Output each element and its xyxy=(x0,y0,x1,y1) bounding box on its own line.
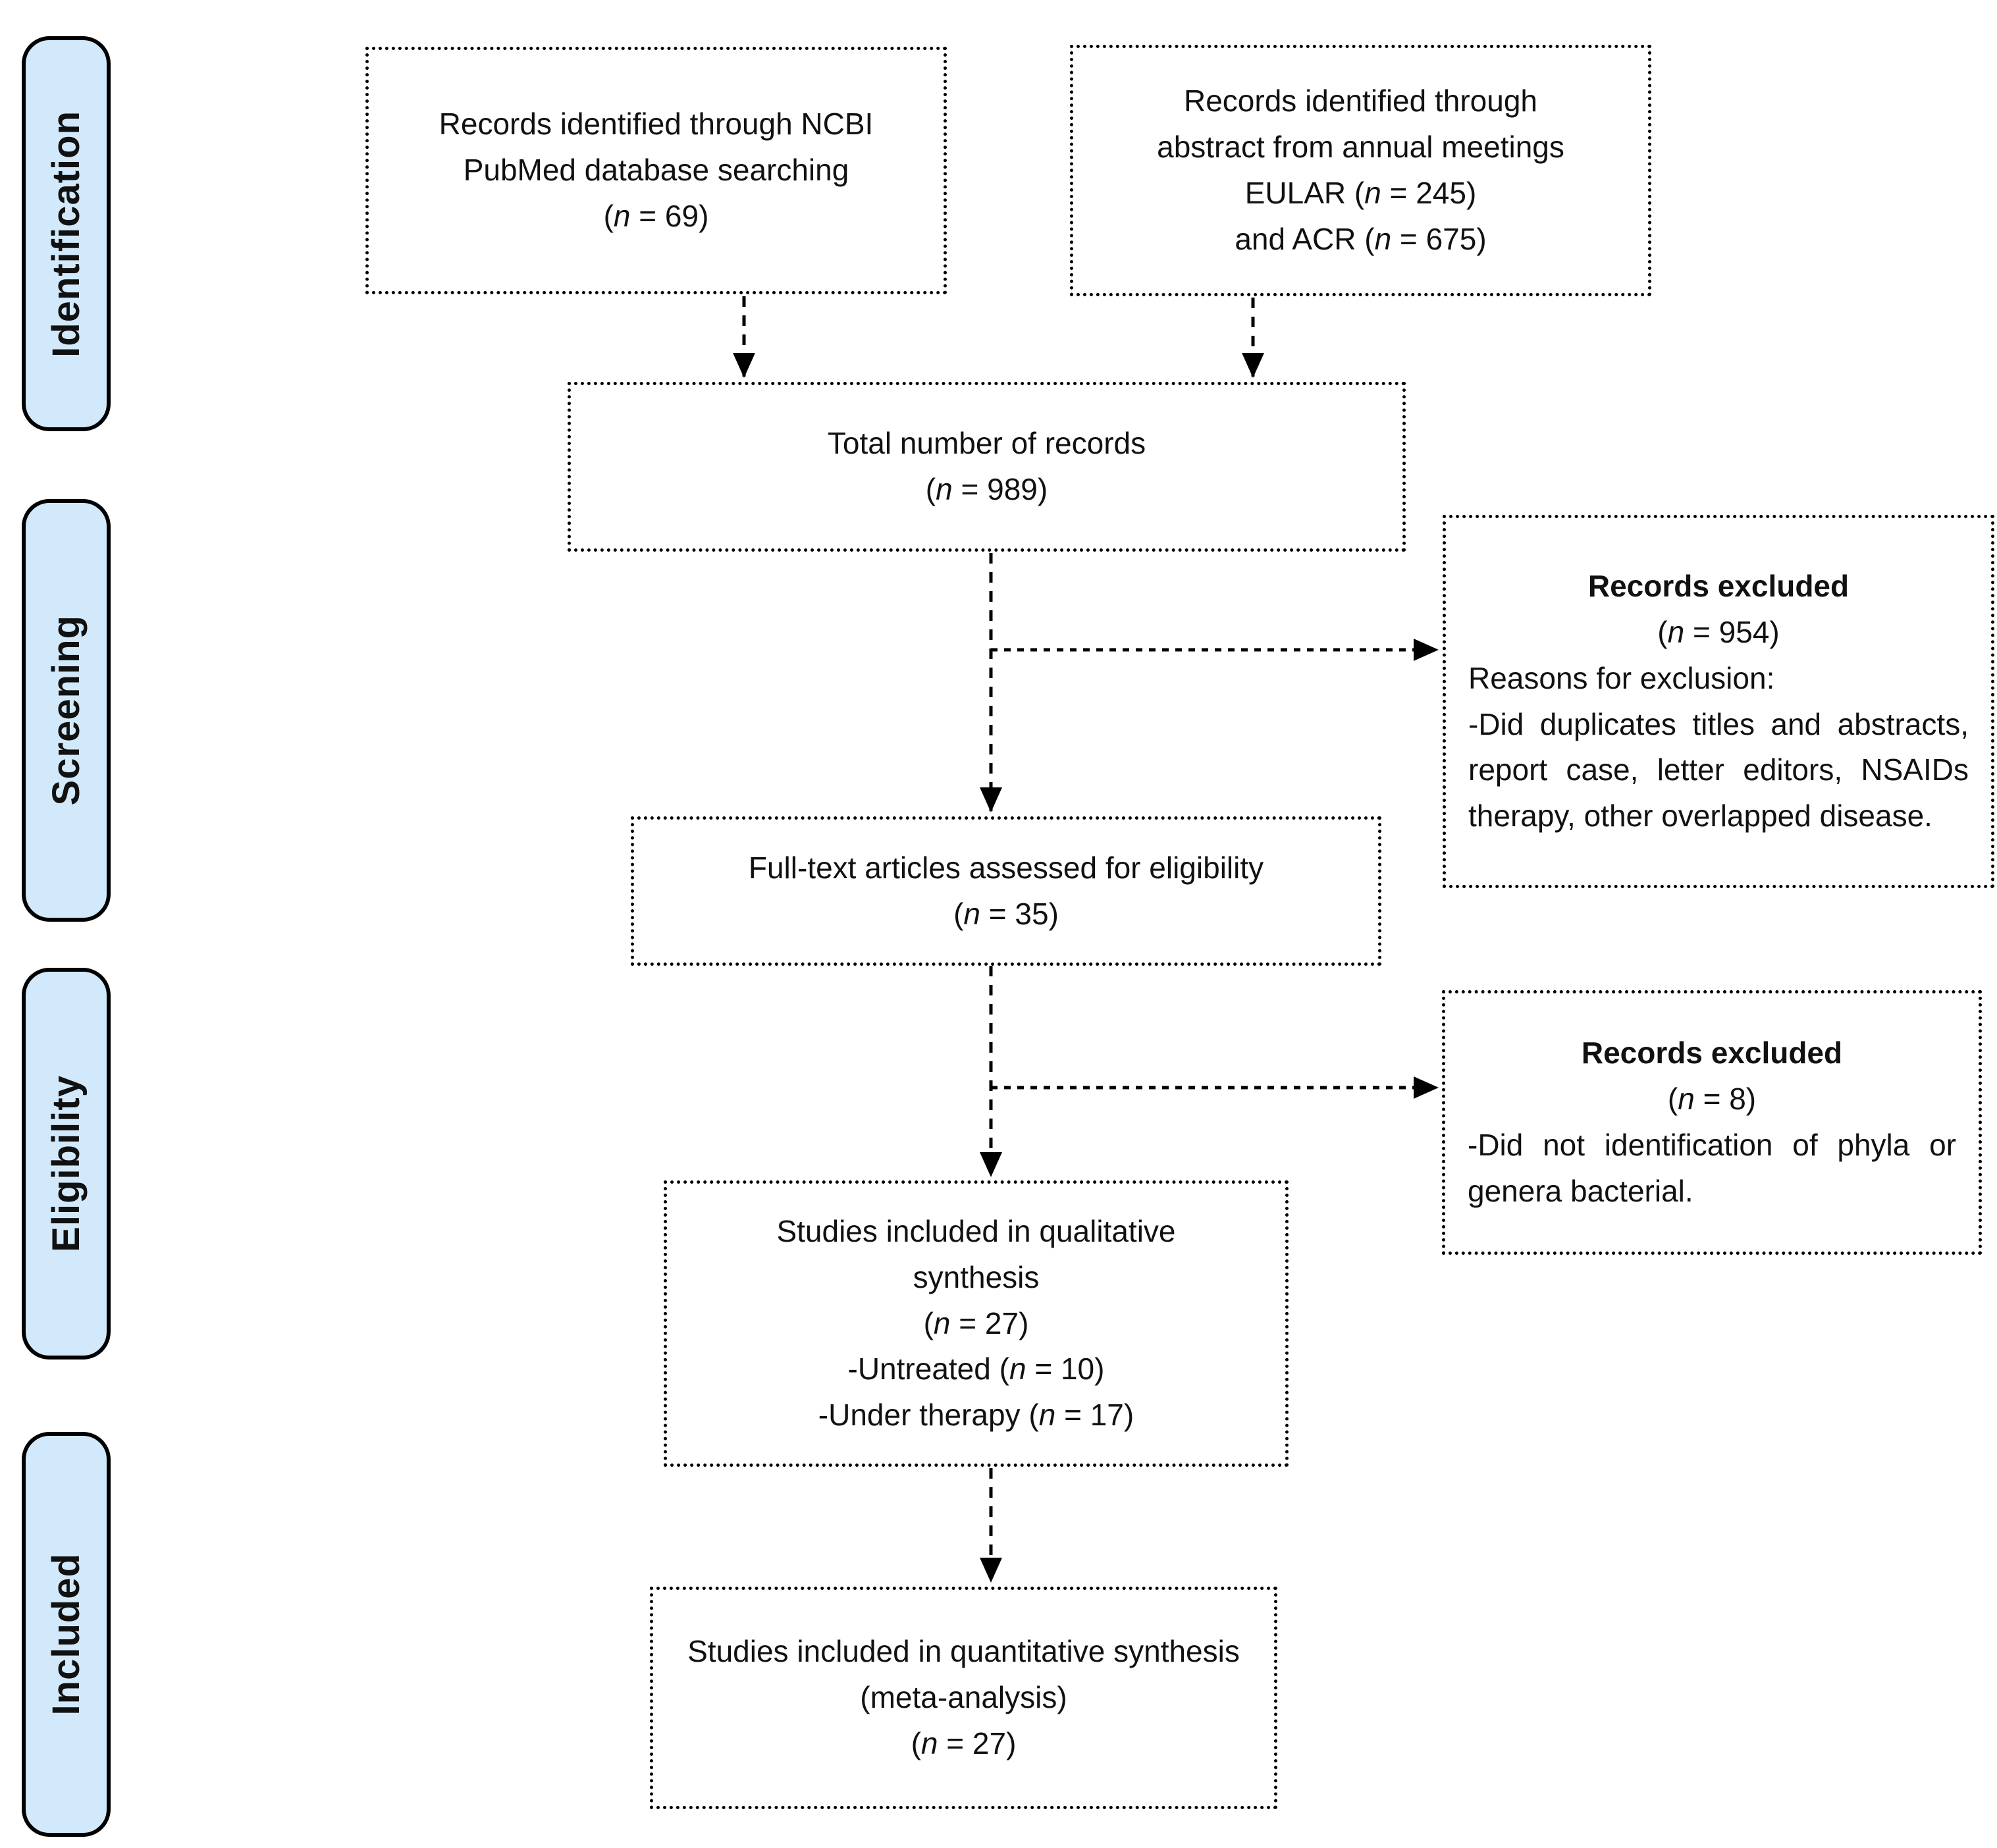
box-qualitative-synthesis: Studies included in qualitative synthesi… xyxy=(664,1180,1289,1467)
stage-label-text: Screening xyxy=(45,615,88,806)
box-records-excluded-screening: Records excluded (n = 954) Reasons for e… xyxy=(1443,515,1994,888)
box-text-line: Full-text articles assessed for eligibil… xyxy=(748,850,1264,885)
box-records-identified-pubmed: Records identified through NCBI PubMed d… xyxy=(365,47,947,294)
box-text-line: PubMed database searching xyxy=(463,153,849,188)
box-text-line: Records identified through xyxy=(1184,84,1537,119)
box-records-identified-meetings: Records identified through abstract from… xyxy=(1070,45,1651,296)
box-text-line: Total number of records xyxy=(827,426,1146,461)
stage-label-text: Included xyxy=(45,1553,88,1716)
box-total-records: Total number of records (n = 989) xyxy=(568,382,1406,552)
stage-label-screening: Screening xyxy=(22,499,111,922)
stage-label-identification: Identification xyxy=(22,36,111,431)
record-count: (n = 35) xyxy=(953,896,1059,931)
box-text-line: -Did not identification of phyla or gene… xyxy=(1468,1128,1956,1208)
box-records-excluded-eligibility: Records excluded (n = 8) -Did not identi… xyxy=(1442,990,1982,1255)
stage-label-included: Included xyxy=(22,1432,111,1837)
box-text-line: abstract from annual meetings xyxy=(1157,130,1564,165)
record-count: (n = 954) xyxy=(1657,614,1780,649)
subgroup-count: -Untreated (n = 10) xyxy=(847,1352,1105,1386)
box-quantitative-synthesis: Studies included in quantitative synthes… xyxy=(650,1587,1277,1809)
box-fulltext-assessed: Full-text articles assessed for eligibil… xyxy=(631,816,1381,966)
box-text-line: (meta-analysis) xyxy=(860,1680,1067,1715)
box-text-line: -Did duplicates titles and abstracts, re… xyxy=(1468,706,1969,833)
stage-label-text: Eligibility xyxy=(45,1075,88,1252)
stage-label-text: Identification xyxy=(45,110,88,357)
record-count: (n = 69) xyxy=(603,198,709,233)
stage-label-eligibility: Eligibility xyxy=(22,968,111,1360)
subgroup-count: -Under therapy (n = 17) xyxy=(818,1398,1134,1433)
box-title: Records excluded xyxy=(1587,568,1850,603)
box-title: Records excluded xyxy=(1581,1036,1843,1070)
record-count: (n = 27) xyxy=(923,1306,1029,1340)
box-text-line: Studies included in quantitative synthes… xyxy=(687,1634,1240,1669)
record-count: (n = 8) xyxy=(1667,1082,1757,1117)
record-count: (n = 989) xyxy=(925,472,1048,506)
record-count: EULAR (n = 245) xyxy=(1244,176,1477,210)
box-text-line: synthesis xyxy=(913,1259,1040,1294)
box-text-line: Reasons for exclusion: xyxy=(1468,660,1775,695)
record-count: and ACR (n = 675) xyxy=(1235,221,1487,256)
box-text-line: Studies included in qualitative xyxy=(776,1213,1176,1248)
box-text-line: Records identified through NCBI xyxy=(439,107,874,142)
record-count: (n = 27) xyxy=(911,1726,1017,1760)
